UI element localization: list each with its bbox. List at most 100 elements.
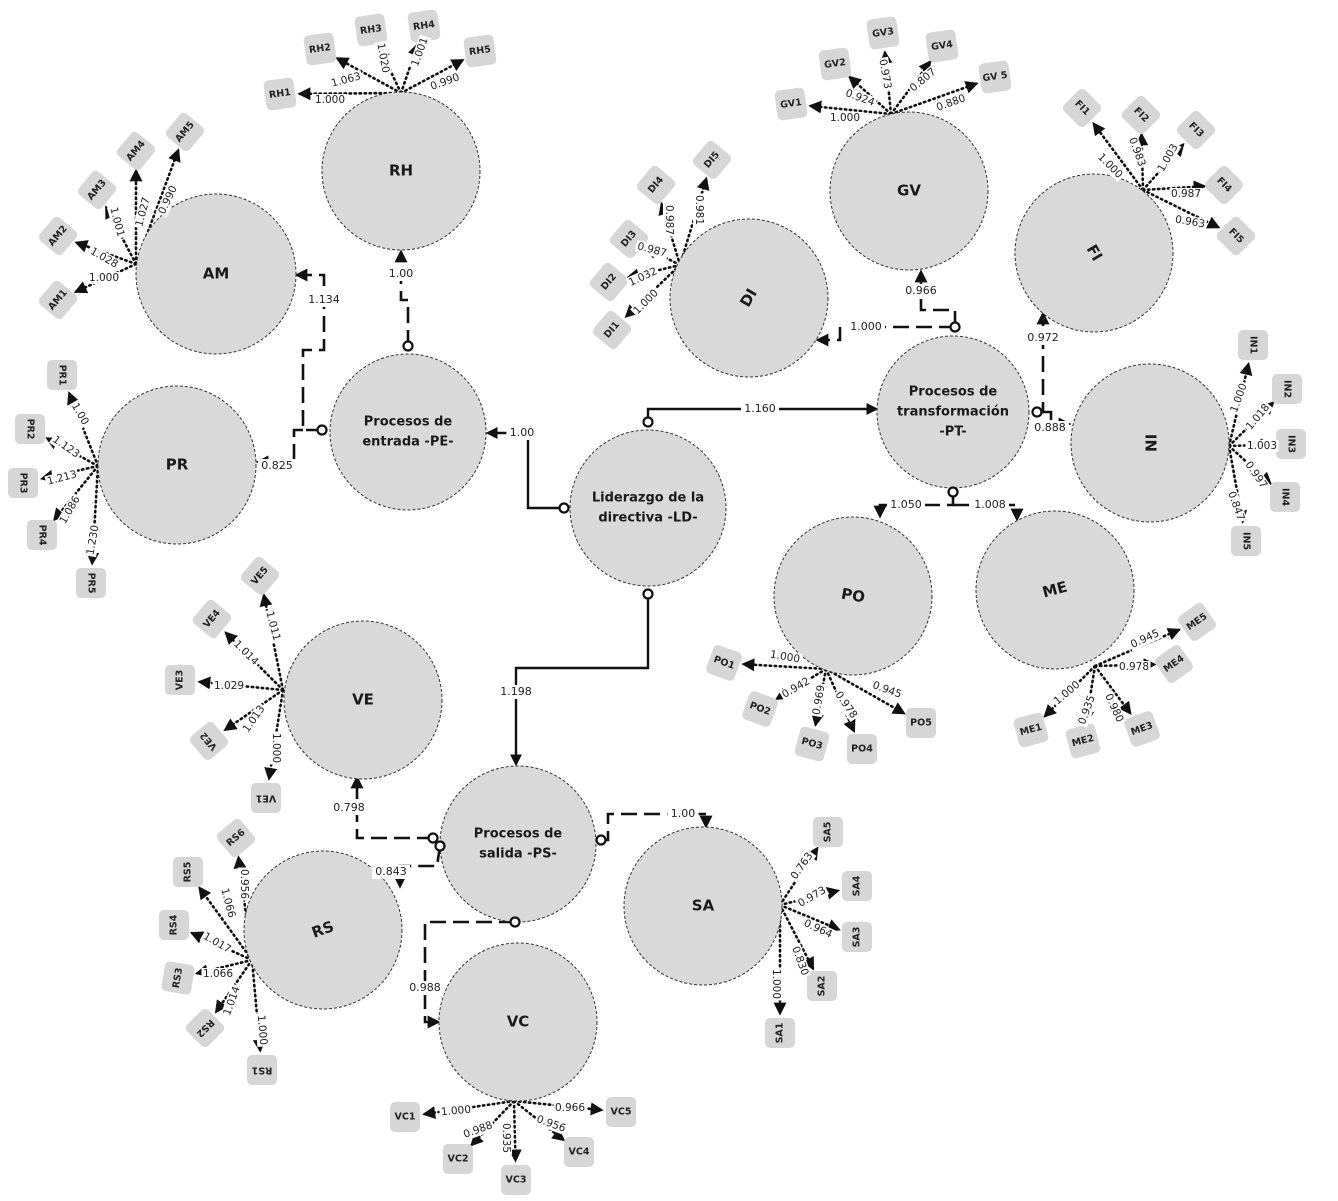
indicator-am2[interactable]: AM2 xyxy=(37,215,79,257)
construct-am[interactable]: AM xyxy=(135,193,297,355)
indicator-pr3[interactable]: PR3 xyxy=(8,468,38,498)
loading-value-group: 1.000 xyxy=(313,94,347,106)
indicator-in1[interactable]: IN1 xyxy=(1238,330,1268,360)
indicator-me1[interactable]: ME1 xyxy=(1013,712,1050,749)
indicator-po4[interactable]: PO4 xyxy=(847,734,877,764)
indicator-sa1[interactable]: SA1 xyxy=(765,1018,795,1048)
indicator-in4[interactable]: IN4 xyxy=(1270,482,1300,512)
indicator-me3[interactable]: ME3 xyxy=(1123,710,1161,748)
loading-value-bg xyxy=(1050,677,1084,709)
indicator-pr2[interactable]: PR2 xyxy=(15,414,45,444)
indicator-am4[interactable]: AM4 xyxy=(115,130,157,172)
indicator-vc2[interactable]: VC2 xyxy=(443,1144,473,1174)
indicator-di5[interactable]: DI5 xyxy=(691,139,733,181)
indicator-am5[interactable]: AM5 xyxy=(164,111,206,153)
indicator-rs1[interactable]: RS1 xyxy=(247,1055,277,1085)
indicator-rh1[interactable]: RH1 xyxy=(263,77,297,111)
indicator-di4[interactable]: DI4 xyxy=(635,164,677,206)
indicator-fi1[interactable]: FI1 xyxy=(1061,87,1103,129)
indicator-sa4[interactable]: SA4 xyxy=(842,871,872,901)
indicator-sa3[interactable]: SA3 xyxy=(842,922,872,952)
indicator-fi3[interactable]: FI3 xyxy=(1175,109,1217,151)
indicator-rh2[interactable]: RH2 xyxy=(303,32,337,66)
indicator-label: IN2 xyxy=(1282,380,1293,398)
indicator-label: GV1 xyxy=(779,97,802,111)
indicator-pr1[interactable]: PR1 xyxy=(47,360,77,390)
construct-ve[interactable]: VE xyxy=(283,620,443,780)
indicator-rh5[interactable]: RH5 xyxy=(463,34,497,68)
loading-value-group: 1.032 xyxy=(625,264,661,290)
indicator-in2[interactable]: IN2 xyxy=(1272,374,1302,404)
indicator-po1[interactable]: PO1 xyxy=(705,644,743,682)
construct-rh[interactable]: RH xyxy=(321,91,481,251)
construct-vc[interactable]: VC xyxy=(438,942,598,1102)
indicator-fi4[interactable]: FI4 xyxy=(1203,164,1245,206)
indicator-rs4[interactable]: RS4 xyxy=(159,910,189,940)
path-value-bg xyxy=(506,426,538,440)
indicator-po2[interactable]: PO2 xyxy=(741,690,779,728)
construct-label: directiva -LD- xyxy=(598,511,697,526)
indicator-pr4[interactable]: PR4 xyxy=(27,520,57,550)
indicator-me5[interactable]: ME5 xyxy=(1176,601,1218,643)
construct-pr[interactable]: PR xyxy=(97,385,257,545)
construct-sa[interactable]: SA xyxy=(623,826,783,986)
loading-value: 0.969 xyxy=(810,684,827,716)
indicator-po3[interactable]: PO3 xyxy=(794,726,831,763)
indicator-pr5[interactable]: PR5 xyxy=(76,568,106,598)
indicator-gv3[interactable]: GV3 xyxy=(866,16,900,50)
construct-me[interactable]: ME xyxy=(975,510,1135,670)
loading-value: 0.763 xyxy=(788,850,815,882)
indicator-vc3[interactable]: VC3 xyxy=(501,1165,531,1195)
construct-in[interactable]: IN xyxy=(1070,363,1230,523)
loading-value-group: 1.028 xyxy=(86,244,122,272)
indicator-me2[interactable]: ME2 xyxy=(1065,723,1102,760)
indicator-rs2[interactable]: RS2 xyxy=(184,1007,226,1049)
indicator-am3[interactable]: AM3 xyxy=(76,169,118,211)
indicator-rs5[interactable]: RS5 xyxy=(173,857,203,887)
indicator-vc4[interactable]: VC4 xyxy=(564,1137,594,1167)
indicator-di2[interactable]: DI2 xyxy=(588,261,630,303)
loading-arrow-me3 xyxy=(1093,664,1132,716)
indicator-fi5[interactable]: FI5 xyxy=(1215,215,1257,257)
indicator-sa5[interactable]: SA5 xyxy=(813,817,843,847)
indicator-gv1[interactable]: GV1 xyxy=(774,87,808,121)
indicator-rs6[interactable]: RS6 xyxy=(215,817,257,859)
indicator-rs3[interactable]: RS3 xyxy=(161,961,196,996)
indicator-fi2[interactable]: FI2 xyxy=(1120,94,1162,136)
construct-gv[interactable]: GV xyxy=(829,111,989,271)
loading-value-bg xyxy=(794,883,830,911)
indicator-ve1[interactable]: VE1 xyxy=(251,783,281,813)
loading-value: 0.966 xyxy=(555,1102,585,1114)
indicator-in5[interactable]: IN5 xyxy=(1231,526,1261,556)
indicator-me4[interactable]: ME4 xyxy=(1153,643,1195,685)
indicator-ve3[interactable]: VE3 xyxy=(165,665,195,695)
loading-value-bg xyxy=(217,885,239,921)
indicator-vc5[interactable]: VC5 xyxy=(606,1097,636,1127)
indicator-gv2[interactable]: GV2 xyxy=(818,47,852,81)
indicator-ve2[interactable]: VE2 xyxy=(188,720,230,762)
indicator-gv5[interactable]: GV 5 xyxy=(978,60,1012,94)
indicator-rh4[interactable]: RH4 xyxy=(407,9,441,43)
indicator-in3[interactable]: IN3 xyxy=(1276,429,1306,459)
indicator-ve5[interactable]: VE5 xyxy=(239,555,281,597)
indicator-am1[interactable]: AM1 xyxy=(37,279,79,321)
indicator-sa2[interactable]: SA2 xyxy=(807,971,837,1001)
indicator-di1[interactable]: DI1 xyxy=(591,309,633,351)
indicator-po5[interactable]: PO5 xyxy=(906,708,936,738)
construct-label: Procesos de xyxy=(364,415,453,430)
loading-value: 1.003 xyxy=(1247,440,1277,452)
construct-circle xyxy=(1070,363,1230,523)
indicator-vc1[interactable]: VC1 xyxy=(390,1102,420,1132)
indicator-ve4[interactable]: VE4 xyxy=(191,598,233,640)
construct-po[interactable]: PO xyxy=(773,516,933,676)
indicator-gv4[interactable]: GV4 xyxy=(925,29,959,63)
indicator-rh3[interactable]: RH3 xyxy=(354,13,388,47)
construct-rs[interactable]: RS xyxy=(243,850,403,1010)
loading-value-group: 0.983 xyxy=(1125,134,1149,170)
construct-di[interactable]: DI xyxy=(669,218,829,378)
construct-fi[interactable]: FI xyxy=(1014,173,1174,333)
